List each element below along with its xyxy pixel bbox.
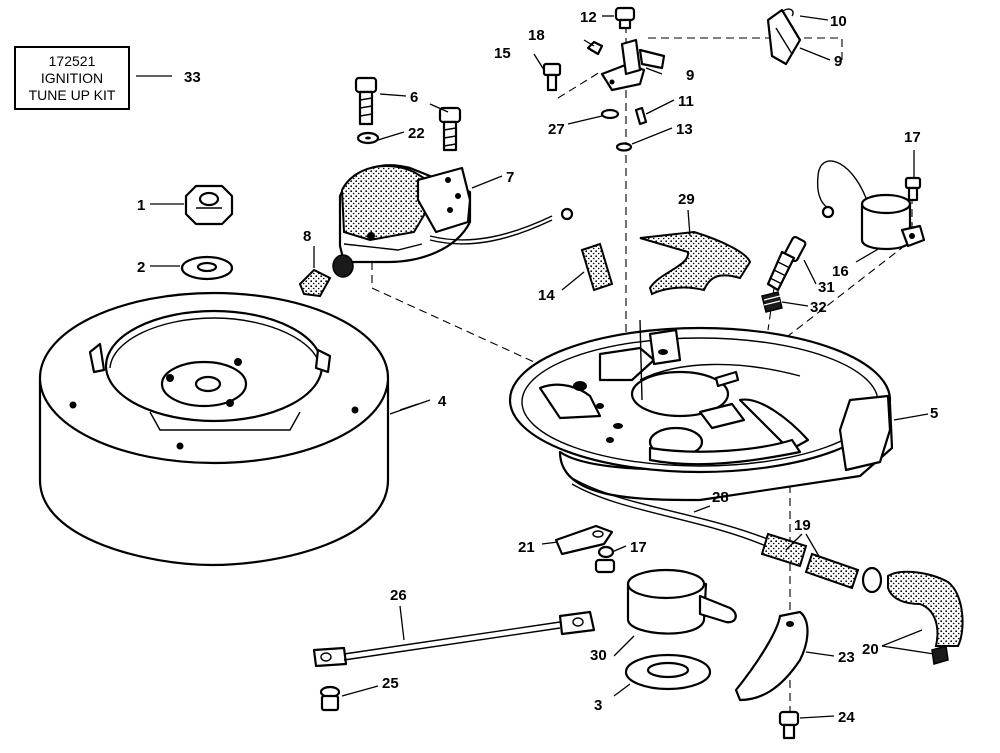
washers-27-13: [600, 106, 648, 152]
callout-8: 8: [303, 228, 311, 245]
spark-plug-boot: [298, 254, 354, 298]
callout-3: 3: [594, 697, 602, 714]
callout-21: 21: [518, 539, 535, 556]
bracket-23: [734, 610, 809, 702]
flywheel-washer: [180, 255, 234, 281]
callout-13: 13: [676, 121, 693, 138]
callout-28: 28: [712, 489, 729, 506]
callout-17-upper: 17: [904, 129, 921, 146]
retainer-30: [626, 568, 737, 635]
callout-15: 15: [494, 45, 511, 62]
callout-9-spring: 9: [834, 53, 842, 70]
flywheel-nut: [184, 184, 234, 226]
spring-32: [761, 291, 783, 313]
callout-5: 5: [930, 405, 938, 422]
ground-wire-28: [571, 477, 771, 547]
callout-10: 10: [830, 13, 847, 30]
screw-25: [319, 685, 341, 712]
flywheel: [38, 291, 390, 567]
kit-label-line-2: TUNE UP KIT: [28, 86, 116, 103]
callout-26: 26: [390, 587, 407, 604]
callout-11: 11: [678, 93, 694, 110]
shim-14: [580, 242, 614, 292]
callout-22: 22: [408, 125, 425, 142]
screw-15: [542, 62, 562, 92]
callout-23: 23: [838, 649, 855, 666]
callout-31: 31: [818, 279, 835, 296]
callout-30: 30: [590, 647, 607, 664]
callout-18: 18: [528, 27, 545, 44]
callout-29: 29: [678, 191, 695, 208]
callout-14: 14: [538, 287, 555, 304]
terminal-21: [554, 524, 614, 556]
spark-boot-20: [861, 566, 964, 665]
ignition-coil: [338, 164, 574, 264]
callout-16: 16: [832, 263, 849, 280]
callout-4: 4: [438, 393, 447, 410]
armature-plate: [508, 319, 894, 502]
screw-31: [766, 235, 807, 292]
callout-33: 33: [184, 69, 201, 86]
kit-part-number: 172521: [48, 52, 96, 69]
washer-3: [624, 653, 712, 691]
kit-label-line-1: IGNITION: [40, 69, 104, 86]
callout-20: 20: [862, 641, 879, 658]
callout-2: 2: [137, 259, 145, 276]
callout-1: 1: [137, 197, 145, 214]
callout-12: 12: [580, 9, 597, 26]
callout-25: 25: [382, 675, 399, 692]
callout-6: 6: [410, 89, 418, 106]
condenser: [816, 160, 926, 250]
callout-17-lower: 17: [630, 539, 647, 556]
callout-27: 27: [548, 121, 565, 138]
coil-screws: [354, 76, 462, 152]
callout-19: 19: [794, 517, 811, 534]
callout-9-points: 9: [686, 67, 694, 84]
callout-7: 7: [506, 169, 514, 186]
screw-24: [778, 710, 800, 740]
callout-24: 24: [838, 709, 855, 726]
callout-32: 32: [810, 299, 827, 316]
cam-wiper-felt: [639, 230, 752, 296]
ignition-tune-up-kit-box: 172521 IGNITION TUNE UP KIT: [14, 46, 130, 110]
leader-lines: [136, 15, 935, 719]
callout-labels: 33 1 2 4 5 6 7 8 9 9 10 11 12 13 14 15 1…: [137, 9, 938, 726]
lock-washer-22: [356, 131, 380, 145]
ground-strap-26: [312, 610, 596, 668]
screw-17-upper: [904, 176, 922, 202]
breaker-point-set: [586, 6, 802, 92]
screw-17-lower: [594, 545, 616, 574]
